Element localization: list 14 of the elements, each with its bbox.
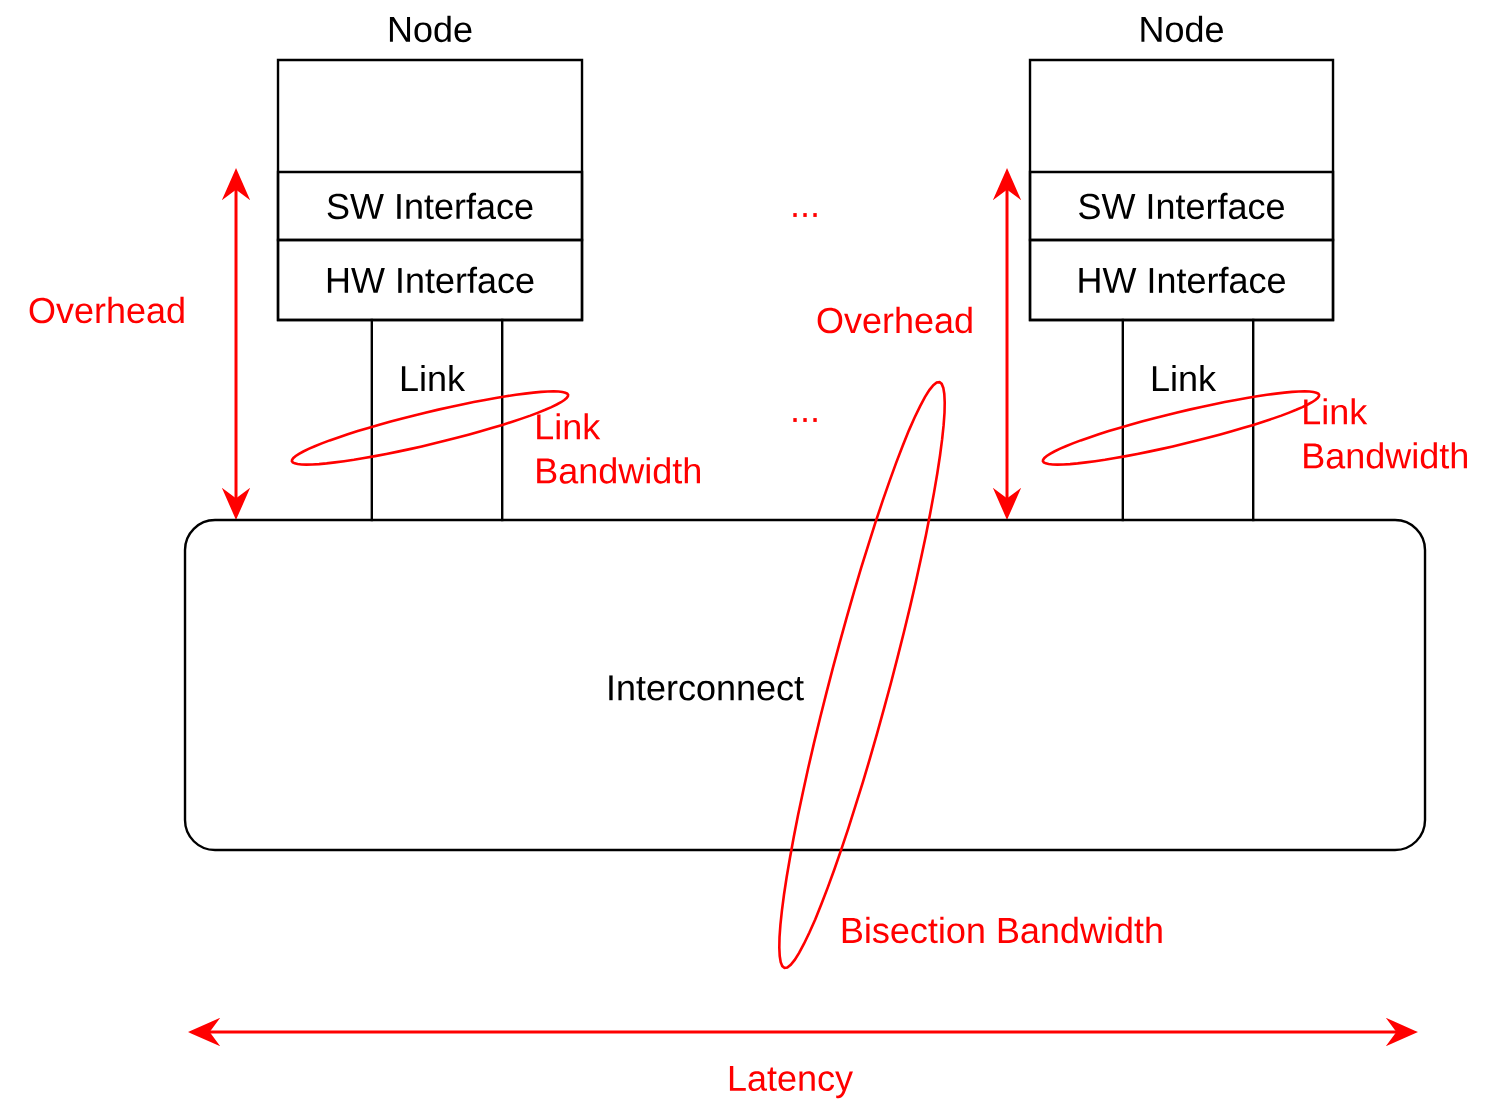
link-channel: Link — [1121, 318, 1255, 522]
interconnect-box: Interconnect — [183, 518, 1427, 852]
annotation-label: Latency — [729, 1065, 853, 1099]
link-channel: Link — [370, 318, 504, 522]
ellipsis: ... — [793, 213, 817, 217]
interface-layer: HW Interface — [1028, 238, 1335, 322]
interface-layer: SW Interface — [1028, 170, 1335, 242]
interface-layer: SW Interface — [276, 170, 584, 242]
node-label: Node — [389, 15, 472, 43]
annotation-label: Overhead — [29, 296, 184, 324]
ellipsis: ... — [793, 418, 817, 422]
interface-layer: HW Interface — [276, 238, 584, 322]
annotation-label: Overhead — [817, 306, 972, 334]
node-label: Node — [1141, 15, 1223, 43]
